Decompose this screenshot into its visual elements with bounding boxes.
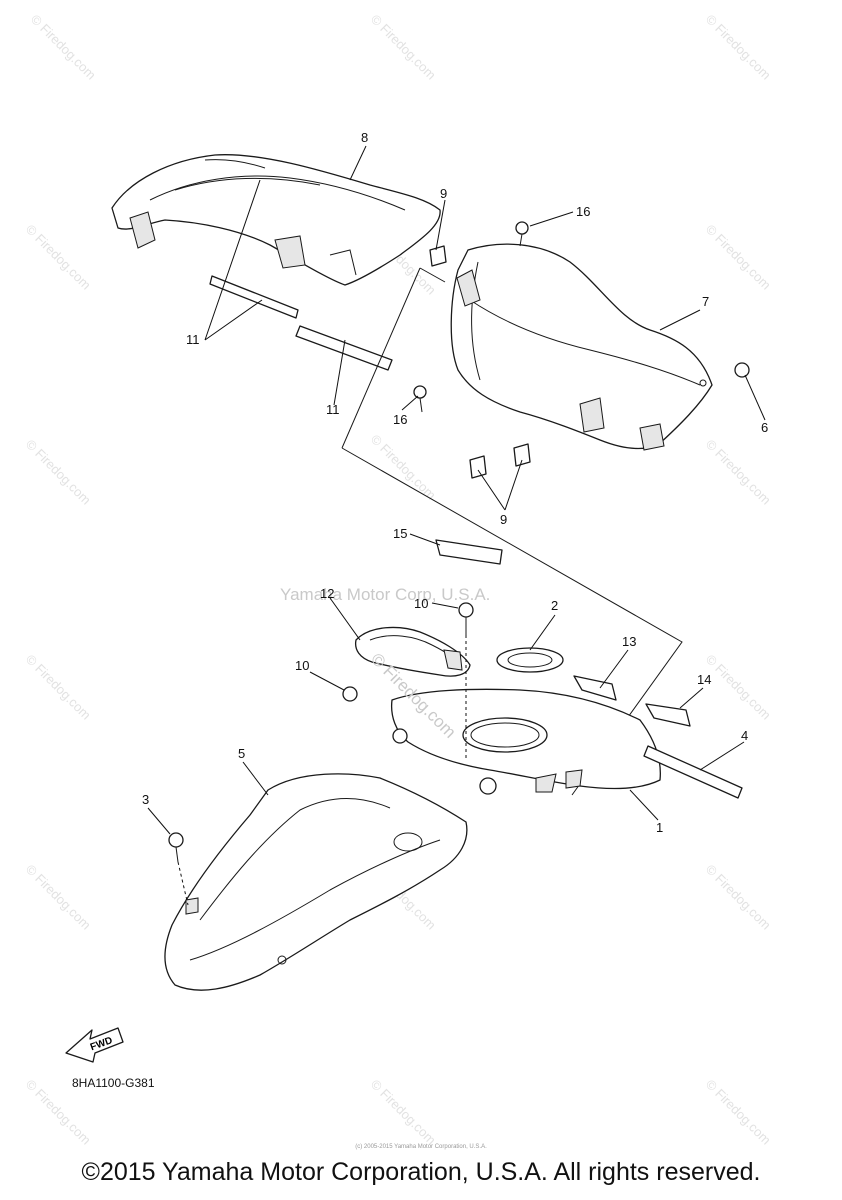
watermark-yamaha: Yamaha Motor Corp, U.S.A. (280, 585, 490, 604)
part-11-strips (209, 275, 393, 371)
callout-16-lower: 16 (393, 412, 407, 427)
watermark-left-4: © Firedog.com (23, 862, 94, 933)
small-copyright-note: (c) 2005-2015 Yamaha Motor Corporation, … (355, 1144, 487, 1150)
callout-4: 4 (741, 728, 748, 743)
part-8-cover (111, 154, 441, 286)
callout-1: 1 (656, 820, 663, 835)
callout-10-lower: 10 (295, 658, 309, 673)
watermark-right-4: © Firedog.com (703, 862, 774, 933)
part-15-sticker (435, 539, 503, 565)
watermark-layer: © Firedog.com © Firedog.com © Firedog.co… (23, 12, 774, 1148)
copyright-footer: ©2015 Yamaha Motor Corporation, U.S.A. A… (81, 1158, 761, 1186)
callout-16-top: 16 (576, 204, 590, 219)
fwd-arrow-icon: FWD (65, 1027, 124, 1063)
leader-lines (147, 145, 766, 906)
part-5-fairing (164, 773, 468, 991)
part-12-frame (354, 626, 471, 677)
callout-9-top: 9 (440, 186, 447, 201)
watermark-right-1: © Firedog.com (703, 222, 774, 293)
watermark-right-2: © Firedog.com (703, 437, 774, 508)
callouts: 8 9 16 7 11 11 16 6 9 15 12 10 2 13 10 1… (142, 130, 768, 835)
watermark-bottom-right: © Firedog.com (703, 1077, 774, 1148)
part-14-pad (645, 703, 691, 727)
callout-8: 8 (361, 130, 368, 145)
callout-7: 7 (702, 294, 709, 309)
callout-11-lower: 11 (326, 402, 340, 417)
callout-3: 3 (142, 792, 149, 807)
part-7-cover (450, 243, 713, 451)
callout-2: 2 (551, 598, 558, 613)
watermark-top-mid: © Firedog.com (368, 12, 439, 83)
fasteners-upper (413, 221, 750, 479)
part-13-pad (573, 675, 617, 701)
part-2-grommet (496, 647, 564, 673)
diagram-code: 8HA1100-G381 (72, 1076, 155, 1090)
callout-5: 5 (238, 746, 245, 761)
callout-15: 15 (393, 526, 407, 541)
part-1-panel (390, 688, 661, 795)
callout-9-lower: 9 (500, 512, 507, 527)
part-4-strip (643, 745, 743, 799)
callout-12: 12 (320, 586, 334, 601)
watermark-bottom-mid: © Firedog.com (368, 1077, 439, 1148)
callout-13: 13 (622, 634, 636, 649)
watermark-left-2: © Firedog.com (23, 437, 94, 508)
callout-6: 6 (761, 420, 768, 435)
watermark-top-left: © Firedog.com (28, 12, 99, 83)
watermark-right-3: © Firedog.com (703, 652, 774, 723)
callout-10-upper: 10 (414, 596, 428, 611)
callout-11-left: 11 (186, 332, 200, 347)
callout-14: 14 (697, 672, 711, 687)
watermark-left-1: © Firedog.com (23, 222, 94, 293)
watermark-center-middle: © Firedog.com (368, 432, 439, 503)
fasteners-lower (168, 602, 474, 863)
watermark-top-right: © Firedog.com (703, 12, 774, 83)
watermark-left-3: © Firedog.com (23, 652, 94, 723)
